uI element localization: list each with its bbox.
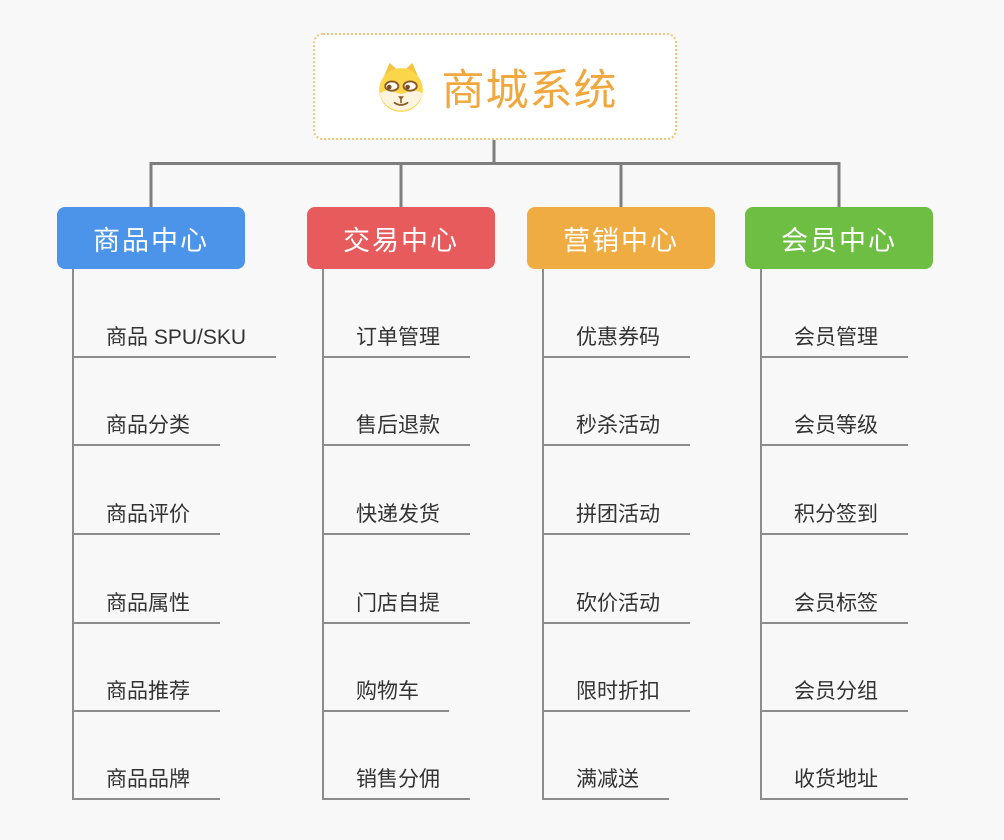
mindmap-node[interactable]: 快递发货 [322, 502, 470, 535]
mindmap-node[interactable]: 会员管理 [760, 325, 908, 358]
branch-label: 会员中心 [781, 225, 897, 256]
mindmap-node[interactable]: 砍价活动 [542, 591, 690, 624]
mindmap-node[interactable]: 商品分类 [72, 413, 220, 446]
mindmap-node[interactable]: 商品属性 [72, 591, 220, 624]
branch-box-product-center[interactable]: 商品中心 [57, 207, 245, 269]
mindmap-node[interactable]: 秒杀活动 [542, 413, 690, 446]
mindmap-node[interactable]: 商品 SPU/SKU [72, 325, 277, 358]
mindmap-node[interactable]: 门店自提 [322, 591, 470, 624]
mindmap-node[interactable]: 积分签到 [760, 502, 908, 535]
mindmap-node[interactable]: 订单管理 [322, 325, 470, 358]
mindmap-node[interactable]: 限时折扣 [542, 679, 690, 712]
mindmap-node[interactable]: 优惠券码 [542, 325, 690, 358]
dog-face-icon [373, 60, 429, 113]
branch-label: 交易中心 [343, 225, 459, 256]
mindmap-node[interactable]: 会员等级 [760, 413, 908, 446]
mindmap-node[interactable]: 满减送 [542, 767, 669, 800]
mindmap-node[interactable]: 拼团活动 [542, 502, 690, 535]
mindmap-node[interactable]: 售后退款 [322, 413, 470, 446]
branch-box-member-center[interactable]: 会员中心 [745, 207, 933, 269]
branch-box-marketing-center[interactable]: 营销中心 [527, 207, 715, 269]
branch-label: 营销中心 [563, 225, 679, 256]
mindmap-node[interactable]: 会员标签 [760, 591, 908, 624]
mindmap-node[interactable]: 收货地址 [760, 767, 908, 800]
branch-box-trade-center[interactable]: 交易中心 [307, 207, 495, 269]
mindmap-node[interactable]: 商品评价 [72, 502, 220, 535]
mindmap-node[interactable]: 购物车 [322, 679, 449, 712]
root-title: 商城系统 [441, 66, 618, 115]
branch-label: 商品中心 [93, 225, 209, 256]
root-node[interactable]: 商城系统 [313, 33, 677, 140]
mindmap-node[interactable]: 会员分组 [760, 679, 908, 712]
mindmap-node[interactable]: 商品品牌 [72, 767, 220, 800]
mindmap-node[interactable]: 商品推荐 [72, 679, 220, 712]
mindmap-node[interactable]: 销售分佣 [322, 767, 470, 800]
